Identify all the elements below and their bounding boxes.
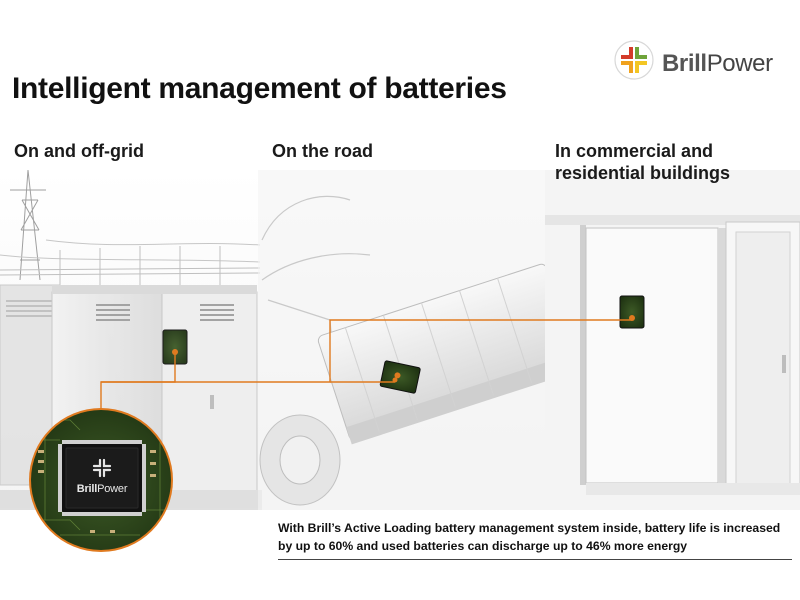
section-label-grid: On and off-grid — [14, 141, 144, 161]
page-title: Intelligent management of batteries — [12, 72, 507, 105]
section-label-buildings: In commercial and residential buildings — [555, 141, 731, 183]
caption-underline — [278, 559, 792, 560]
caption-text: With Brill’s Active Loading battery mana… — [278, 521, 781, 553]
building-scene — [545, 170, 800, 510]
connection-lines — [100, 319, 632, 415]
brand-logo-text: BrillPower — [662, 50, 773, 77]
section-label-road: On the road — [272, 141, 374, 161]
pcb-closeup — [29, 408, 173, 552]
chip-logo-text: BrillPower — [76, 483, 128, 495]
vehicle-scene — [258, 170, 581, 510]
brand-logo-mark — [614, 40, 654, 80]
